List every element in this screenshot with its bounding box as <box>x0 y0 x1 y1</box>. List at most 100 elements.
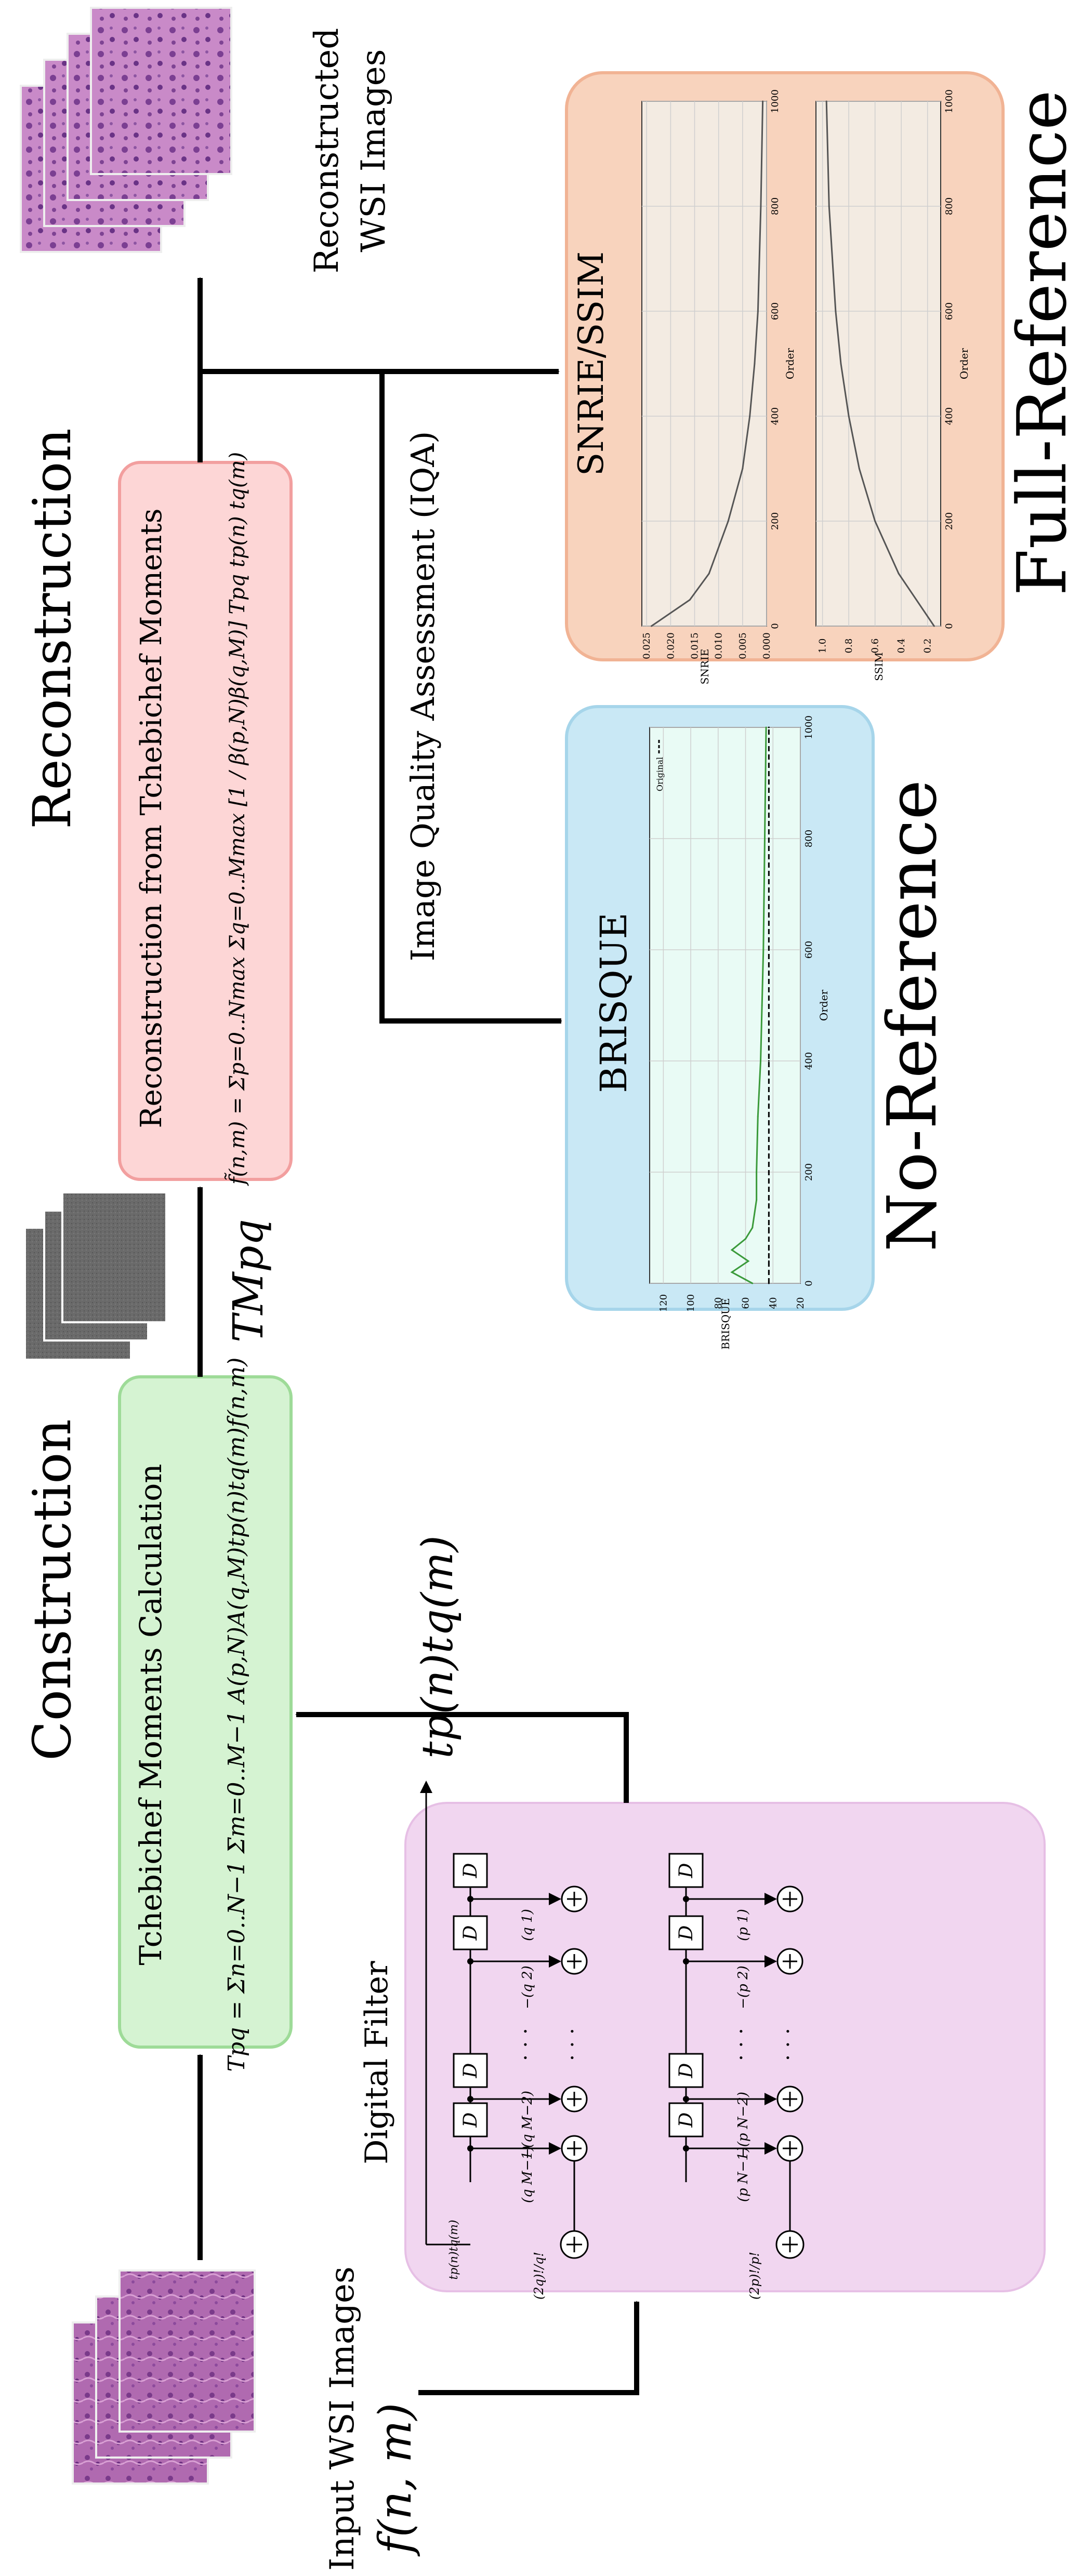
brisque-ylabel-wrap: BRISQUE <box>719 1298 732 1349</box>
q-branch-coeff-1: −(q 2) <box>520 1966 535 2009</box>
p-branch-delay-box <box>668 1915 704 1950</box>
filter-out-label: tp(n)tq(m) <box>447 2220 460 2279</box>
snrie-ytick-2-wrap: 0.015 <box>690 632 701 659</box>
q-branch-dots-2-wrap: · · · <box>561 2028 585 2061</box>
brisque-xtick-3-wrap: 600 <box>803 941 814 959</box>
arrow-filter-to-construction <box>295 1712 629 1803</box>
brisque-ytick-1-wrap: 100 <box>685 1294 696 1312</box>
q-branch-dots-2: · · · <box>561 2028 585 2061</box>
p-branch-coeff-0: (p 1) <box>735 1909 751 1941</box>
ssim-point <box>858 468 860 470</box>
q-branch-delay-label-3: D <box>460 2112 481 2128</box>
ssim-ytick-1-wrap: 0.8 <box>843 639 854 654</box>
snrie-xtick-5: 1000 <box>770 89 781 113</box>
snrie-ytick-2: 0.015 <box>690 632 701 659</box>
snrie-ytick-4: 0.005 <box>737 632 748 659</box>
p-branch-coeff-1: −(p 2) <box>735 1966 751 2009</box>
p-branch-delay-label-3: D <box>676 2112 697 2128</box>
brisque-point <box>756 1171 758 1173</box>
q-branch-gain: (2q)!/q! <box>532 2252 546 2300</box>
p-branch-dots-1-wrap: · · · <box>730 2028 754 2061</box>
snrie-plot <box>650 100 764 627</box>
p-branch-delay-label-0-wrap: D <box>676 1863 697 1878</box>
ssim-ytick-0: 1.0 <box>818 639 828 654</box>
ssim-point <box>874 520 876 522</box>
output-label-line1: Reconstructed <box>308 28 346 273</box>
brisque-ytick-0: 120 <box>658 1294 669 1312</box>
q-branch-dots-1: · · · <box>514 2028 538 2061</box>
p-branch-delay-label-3-wrap: D <box>676 2112 697 2128</box>
brisque-point <box>768 1282 770 1284</box>
ssim-ytick-3-wrap: 0.4 <box>896 639 907 654</box>
full-reference-title: Full-Reference <box>1003 90 1081 595</box>
brisque-xtick-5-wrap: 1000 <box>803 715 814 739</box>
p-branch-tap-dot <box>683 2145 689 2152</box>
snrie-ytick-0: 0.025 <box>641 632 652 659</box>
snrie-point <box>742 468 744 470</box>
p-branch-dots-2-wrap: · · · <box>776 2028 800 2061</box>
p-branch-dots-1: · · · <box>730 2028 754 2061</box>
snrie-xlabel-wrap: Order <box>784 348 796 379</box>
ssim-point <box>933 625 935 627</box>
p-branch-coeff-1-wrap: −(p 2) <box>735 1966 751 2009</box>
p-branch-coeff-2: −(p N−2) <box>735 2092 751 2158</box>
q-branch-delay-box <box>453 2102 488 2137</box>
p-branch-gain: (2p)!/p! <box>747 2252 762 2300</box>
brisque-point <box>752 1227 754 1229</box>
ssim-xtick-2-wrap: 400 <box>944 407 955 425</box>
q-branch-tap-dot <box>467 1958 473 1964</box>
brisque-point <box>747 1260 749 1262</box>
brisque-point <box>768 949 770 951</box>
ssim-xlabel: Order <box>958 348 970 379</box>
brisque-legend-label-wrap: Original <box>655 757 665 791</box>
snrie-ylabel-wrap: SNRIE <box>698 649 711 685</box>
brisque-xtick-3: 600 <box>803 941 814 959</box>
ssim-xtick-4: 800 <box>944 197 955 215</box>
snrie-ytick-3-wrap: 0.010 <box>714 632 724 659</box>
snrie-ylabel: SNRIE <box>698 649 711 685</box>
ssim-ytick-1: 0.8 <box>843 639 854 654</box>
snrie-series-0 <box>651 101 764 627</box>
ssim-plot <box>825 100 935 627</box>
q-branch-delay-label-1: D <box>460 1925 481 1941</box>
p-branch-coeff-3: (p N−1) <box>735 2147 751 2202</box>
p-branch-coeff-0-wrap: (p 1) <box>735 1909 751 1941</box>
q-branch-delay-label-2: D <box>460 2063 481 2078</box>
ssim-xtick-5: 1000 <box>944 89 955 113</box>
polynomial-product-label: tp(n)tq(m) <box>413 1535 463 1758</box>
no-reference-title: No-Reference <box>873 780 952 1252</box>
ssim-xlabel-wrap: Order <box>958 348 970 379</box>
p-branch-delay-label-2: D <box>676 2063 697 2078</box>
brisque-point <box>768 1199 770 1201</box>
snrie-point <box>757 310 759 312</box>
snrie-xtick-1-wrap: 200 <box>770 512 781 530</box>
brisque-ytick-0-wrap: 120 <box>658 1294 669 1312</box>
snrie-xlabel: Order <box>784 348 796 379</box>
q-branch-tap-dot <box>467 2145 473 2152</box>
ssim-point <box>825 100 827 102</box>
p-branch-delay-label-1-wrap: D <box>676 1925 697 1941</box>
ssim-xtick-1-wrap: 200 <box>944 512 955 530</box>
moments-label: TMpq <box>224 1219 272 1343</box>
q-branch-delay-label-0-wrap: D <box>460 1863 481 1878</box>
brisque-xlabel: Order <box>818 989 830 1021</box>
brisque-series-0 <box>730 727 767 1284</box>
reconstruction-formula: f̃(n,m) = Σp=0..Nmax Σq=0..Mmax [1 / β(p… <box>224 452 249 1186</box>
brisque-point <box>761 1004 763 1006</box>
moments-images <box>26 1191 167 1359</box>
q-branch-tap-dot <box>467 1896 473 1902</box>
ssim-xtick-5-wrap: 1000 <box>944 89 955 113</box>
q-branch-delay-label-1-wrap: D <box>460 1925 481 1941</box>
snrie-xtick-2-wrap: 400 <box>770 407 781 425</box>
brisque-point <box>731 1249 733 1251</box>
p-branch-tap-dot <box>683 1896 689 1902</box>
p-branch-delay-label-0: D <box>676 1863 697 1878</box>
brisque-point <box>768 1271 770 1273</box>
brisque-xtick-5: 1000 <box>803 715 814 739</box>
ssim-ytick-2: 0.6 <box>870 639 881 654</box>
q-branch-coeff-1-wrap: −(q 2) <box>520 1966 535 2009</box>
brisque-point <box>765 726 767 728</box>
snrie-point <box>749 415 751 417</box>
